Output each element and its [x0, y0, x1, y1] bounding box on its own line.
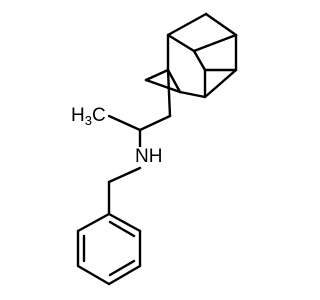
- double-bond-inner: [108, 220, 136, 238]
- side-chain: [107, 68, 172, 216]
- bond: [192, 49, 207, 72]
- bond: [144, 68, 170, 82]
- amine-label: NH: [134, 146, 164, 167]
- bond: [107, 264, 142, 286]
- benzene-ring: [76, 212, 142, 286]
- methyl-subscript: 3: [84, 113, 92, 128]
- bond: [107, 212, 142, 233]
- bond: [192, 33, 238, 53]
- bond: [166, 68, 172, 118]
- methyl-carbon: C: [91, 105, 106, 126]
- bond: [166, 33, 196, 53]
- methyl-label: H3C: [70, 105, 107, 128]
- bond-layer: [76, 12, 238, 286]
- bond: [76, 212, 111, 233]
- adamantane-cage: [144, 12, 238, 99]
- methyl-hydrogen: H: [71, 105, 85, 126]
- bond: [178, 90, 207, 99]
- bond: [203, 68, 238, 99]
- bond: [107, 114, 142, 132]
- bond: [107, 166, 142, 184]
- double-bond-inner: [108, 259, 136, 277]
- bond: [76, 264, 111, 286]
- structure-diagram: H3C NH: [70, 12, 238, 286]
- bond: [144, 78, 182, 94]
- bond: [166, 12, 208, 37]
- bond: [138, 114, 172, 132]
- bond: [204, 12, 238, 37]
- bond: [166, 68, 182, 94]
